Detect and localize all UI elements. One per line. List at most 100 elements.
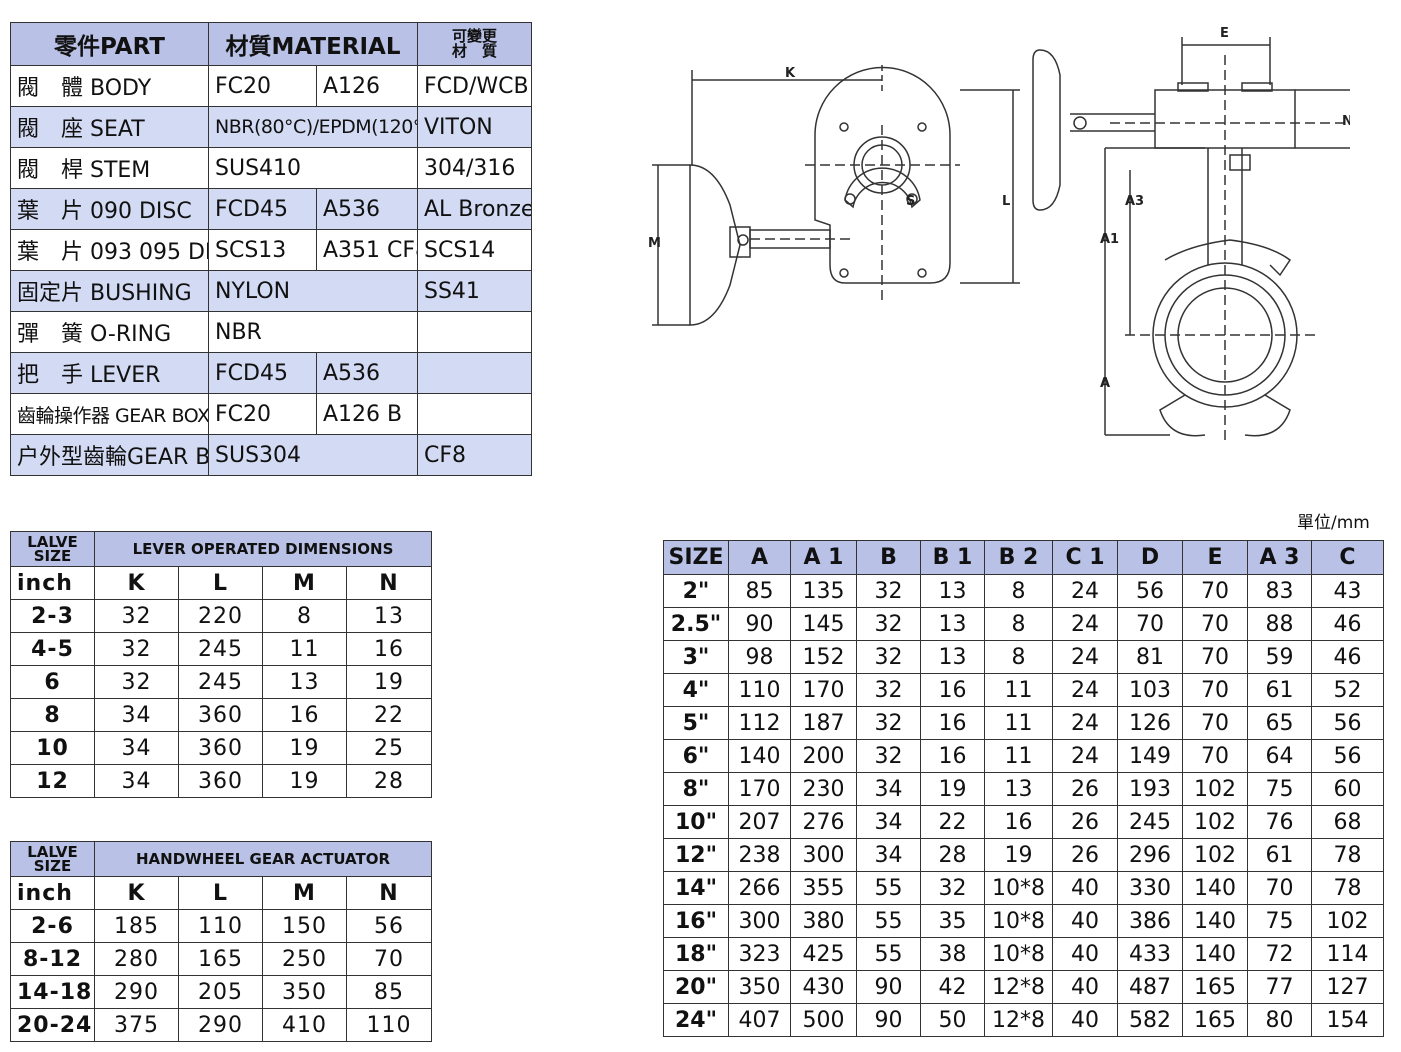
value-cell: 114 — [1311, 937, 1384, 971]
value-cell: 70 — [1182, 739, 1248, 773]
value-cell: 360 — [178, 731, 263, 765]
size-cell: 5" — [663, 706, 729, 740]
value-cell: 70 — [1117, 607, 1183, 641]
handwheel-front-shape — [1032, 49, 1061, 211]
value-cell: 56 — [1311, 739, 1384, 773]
value-cell: 43 — [1311, 574, 1384, 608]
material-cell: FCD45 — [208, 188, 317, 230]
value-cell: 355 — [790, 871, 857, 905]
size-cell: 18" — [663, 937, 729, 971]
value-cell: 70 — [1247, 871, 1312, 905]
value-cell: 487 — [1117, 970, 1183, 1004]
size-cell: 20-24 — [10, 1008, 95, 1042]
value-cell: 16 — [920, 706, 985, 740]
value-cell: 290 — [178, 1008, 263, 1042]
value-cell: 81 — [1117, 640, 1183, 674]
material-cell: SUS304 — [208, 434, 418, 476]
value-cell: 280 — [94, 942, 179, 976]
value-cell: 77 — [1247, 970, 1312, 1004]
size-cell: 14" — [663, 871, 729, 905]
value-cell: 55 — [856, 904, 921, 938]
alt-material-cell: VITON — [417, 106, 532, 148]
value-cell: 32 — [856, 574, 921, 608]
value-cell: 75 — [1247, 904, 1312, 938]
handwheel-title: HANDWHEEL GEAR ACTUATOR — [93, 841, 433, 877]
material-part-cell: 固定片 BUSHING — [10, 270, 209, 312]
column-header: A 1 — [790, 540, 857, 575]
value-cell: 32 — [856, 739, 921, 773]
value-cell: 70 — [1182, 574, 1248, 608]
value-cell: 28 — [345, 764, 433, 798]
material-row: 户外型齒輪GEAR BOXSUS304CF8 — [10, 434, 532, 476]
size-cell: 3" — [663, 640, 729, 674]
value-cell: 98 — [728, 640, 791, 674]
value-cell: 425 — [790, 937, 857, 971]
value-cell: 16 — [920, 739, 985, 773]
value-cell: 250 — [262, 942, 347, 976]
size-cell: 2" — [663, 574, 729, 608]
value-cell: 380 — [790, 904, 857, 938]
value-cell: 245 — [178, 665, 263, 699]
value-cell: 230 — [790, 772, 857, 806]
value-cell: 22 — [345, 698, 433, 732]
dim-label-n: N — [1342, 114, 1350, 129]
value-cell: 83 — [1247, 574, 1312, 608]
size-cell: 6 — [10, 665, 95, 699]
value-cell: 102 — [1311, 904, 1384, 938]
value-cell: 85 — [345, 975, 433, 1009]
size-cell: 10" — [663, 805, 729, 839]
dim-label-s: S — [906, 194, 915, 209]
lever-dimensions-table: LALVE SIZE LEVER OPERATED DIMENSIONS inc… — [10, 531, 433, 798]
value-cell: 12*8 — [984, 1003, 1053, 1037]
value-cell: 433 — [1117, 937, 1183, 971]
material-cell: SCS13 — [208, 229, 317, 271]
handwheel-side-shape — [689, 164, 741, 326]
value-cell: 582 — [1117, 1003, 1183, 1037]
value-cell: 26 — [1052, 838, 1118, 872]
value-cell: 32 — [856, 706, 921, 740]
column-header: K — [94, 876, 179, 910]
value-cell: 145 — [790, 607, 857, 641]
size-cell: 8 — [10, 698, 95, 732]
value-cell: 11 — [984, 706, 1053, 740]
value-cell: 28 — [920, 838, 985, 872]
material-cell: FC20 — [208, 393, 317, 435]
size-cell: 8" — [663, 772, 729, 806]
material-standard-cell: A126 — [316, 65, 418, 107]
value-cell: 90 — [856, 970, 921, 1004]
value-cell: 200 — [790, 739, 857, 773]
value-cell: 19 — [262, 764, 347, 798]
value-cell: 61 — [1247, 673, 1312, 707]
value-cell: 330 — [1117, 871, 1183, 905]
value-cell: 32 — [94, 665, 179, 699]
column-header: A 3 — [1247, 540, 1312, 575]
value-cell: 50 — [920, 1003, 985, 1037]
column-header: N — [345, 876, 433, 910]
value-cell: 165 — [1182, 970, 1248, 1004]
value-cell: 135 — [790, 574, 857, 608]
material-part-cell: 葉 片 093 095 DISC — [10, 229, 209, 271]
size-cell: 10 — [10, 731, 95, 765]
material-cell: SUS410 — [208, 147, 418, 189]
value-cell: 40 — [1052, 937, 1118, 971]
column-header: D — [1117, 540, 1183, 575]
column-header: inch — [10, 876, 95, 910]
value-cell: 140 — [1182, 904, 1248, 938]
size-cell: 2-6 — [10, 909, 95, 943]
value-cell: 430 — [790, 970, 857, 1004]
dim-label-e: E — [1220, 26, 1229, 41]
